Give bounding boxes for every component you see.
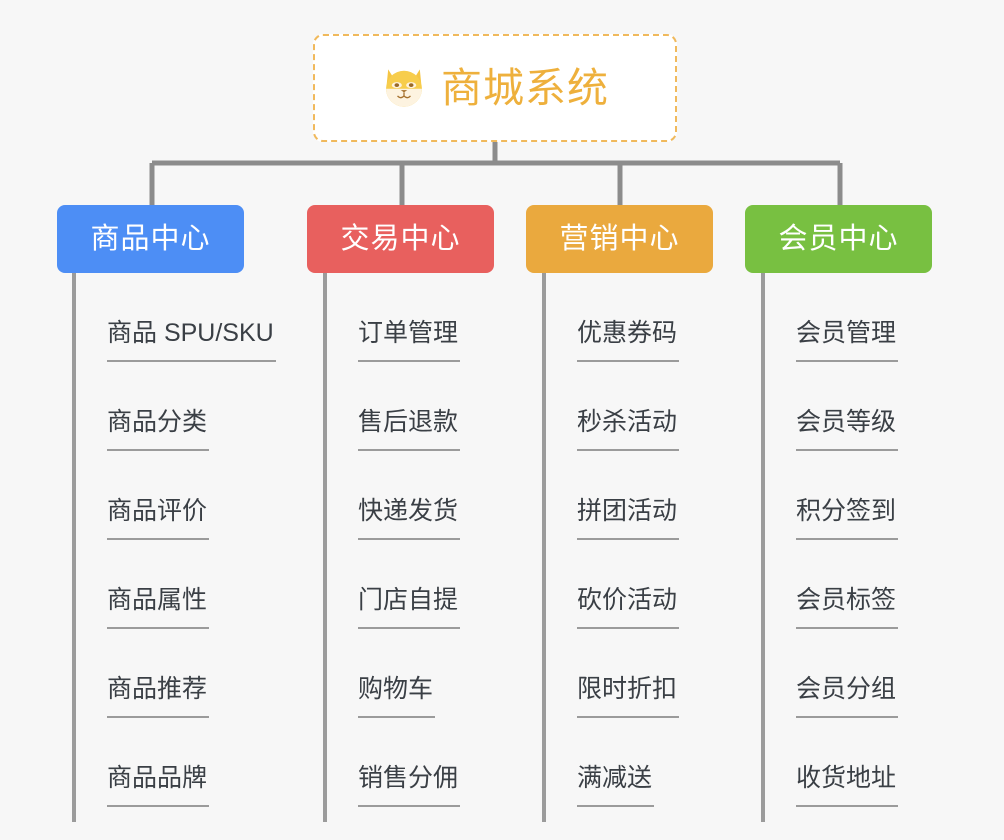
leaf-item-label: 积分签到 [796, 499, 899, 540]
leaf-item-label: 会员管理 [796, 321, 899, 362]
leaf-item[interactable]: 秒杀活动 [544, 362, 680, 451]
leaf-item-label: 购物车 [358, 677, 436, 718]
leaf-item-label: 拼团活动 [577, 499, 680, 540]
leaf-item-label: 快递发货 [358, 499, 461, 540]
category-box-product-center[interactable]: 商品中心 [57, 205, 244, 273]
leaf-item-label: 秒杀活动 [577, 410, 680, 451]
leaf-column-trade-center: 订单管理售后退款快递发货门店自提购物车销售分佣 [325, 273, 461, 807]
leaf-item[interactable]: 销售分佣 [325, 718, 461, 807]
leaf-item[interactable]: 快递发货 [325, 451, 461, 540]
leaf-item[interactable]: 商品属性 [74, 540, 276, 629]
leaf-item[interactable]: 商品评价 [74, 451, 276, 540]
leaf-item-label: 销售分佣 [358, 766, 461, 807]
leaf-item-label: 商品属性 [107, 588, 210, 629]
leaf-item-label: 订单管理 [358, 321, 461, 362]
leaf-item-label: 会员等级 [796, 410, 899, 451]
leaf-item[interactable]: 商品分类 [74, 362, 276, 451]
leaf-item[interactable]: 商品品牌 [74, 718, 276, 807]
leaf-item-label: 商品品牌 [107, 766, 210, 807]
category-box-marketing-center[interactable]: 营销中心 [526, 205, 713, 273]
leaf-item[interactable]: 售后退款 [325, 362, 461, 451]
leaf-item[interactable]: 商品 SPU/SKU [74, 273, 276, 362]
leaf-item[interactable]: 会员管理 [763, 273, 899, 362]
category-label: 营销中心 [559, 222, 680, 255]
leaf-item[interactable]: 砍价活动 [544, 540, 680, 629]
leaf-item-label: 优惠券码 [577, 321, 680, 362]
leaf-item[interactable]: 优惠券码 [544, 273, 680, 362]
leaf-item[interactable]: 订单管理 [325, 273, 461, 362]
leaf-item-label: 门店自提 [358, 588, 461, 629]
leaf-item-label: 售后退款 [358, 410, 461, 451]
leaf-item-label: 砍价活动 [577, 588, 680, 629]
category-box-member-center[interactable]: 会员中心 [745, 205, 932, 273]
leaf-item[interactable]: 积分签到 [763, 451, 899, 540]
leaf-item-label: 会员分组 [796, 677, 899, 718]
leaf-item-label: 商品推荐 [107, 677, 210, 718]
leaf-item[interactable]: 购物车 [325, 629, 460, 718]
leaf-item[interactable]: 会员标签 [763, 540, 899, 629]
leaf-item[interactable]: 限时折扣 [544, 629, 680, 718]
dog-face-icon [386, 69, 422, 107]
leaf-item-label: 限时折扣 [577, 677, 680, 718]
leaf-item[interactable]: 收货地址 [763, 718, 899, 807]
leaf-item[interactable]: 拼团活动 [544, 451, 680, 540]
category-label: 交易中心 [340, 222, 461, 255]
leaf-item[interactable]: 满减送 [544, 718, 679, 807]
leaf-item[interactable]: 门店自提 [325, 540, 461, 629]
leaf-item[interactable]: 会员分组 [763, 629, 899, 718]
root-title: 商城系统 [441, 64, 609, 111]
leaf-column-member-center: 会员管理会员等级积分签到会员标签会员分组收货地址 [763, 273, 899, 807]
leaf-item[interactable]: 商品推荐 [74, 629, 276, 718]
leaf-column-product-center: 商品 SPU/SKU 商品分类商品评价商品属性商品推荐商品品牌 [74, 273, 276, 807]
root-node[interactable]: 商城系统 [313, 34, 677, 142]
leaf-item-label: 商品分类 [107, 410, 210, 451]
leaf-column-marketing-center: 优惠券码秒杀活动拼团活动砍价活动限时折扣满减送 [544, 273, 680, 807]
category-label: 会员中心 [778, 222, 899, 255]
leaf-item-label: 会员标签 [796, 588, 899, 629]
leaf-item-label: 满减送 [577, 766, 655, 807]
category-box-trade-center[interactable]: 交易中心 [307, 205, 494, 273]
category-label: 商品中心 [90, 222, 211, 255]
leaf-item-label: 商品 SPU/SKU [107, 321, 276, 362]
leaf-item[interactable]: 会员等级 [763, 362, 899, 451]
leaf-item-label: 商品评价 [107, 499, 210, 540]
leaf-item-label: 收货地址 [796, 766, 899, 807]
